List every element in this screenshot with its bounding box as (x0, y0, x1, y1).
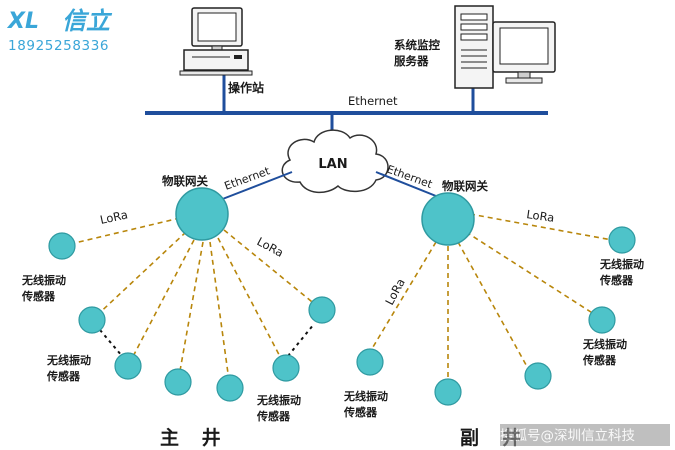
right-gateway-label: 物联网关 (442, 179, 488, 193)
sensor-node (434, 378, 462, 406)
workstation-label: 操作站 (228, 80, 264, 95)
lora-label-right-b: LoRa (382, 276, 408, 307)
logo-cn: 信立 (62, 7, 113, 35)
lan-cloud (281, 129, 389, 194)
aux-shaft-char2: 井 (502, 427, 521, 449)
sensor-label-line1: 无线振动 (256, 393, 301, 407)
sensor-labels: 无线振动 传感器 无线振动 传感器 无线振动 传感器 无线振动 传感器 无线振动… (21, 257, 644, 423)
watermark-backdrop (500, 424, 670, 446)
sensor-node (356, 348, 384, 376)
sensor-label-line1: 无线振动 (343, 389, 388, 403)
lora-label-left-a: LoRa (99, 207, 129, 227)
sensor-node (608, 226, 636, 254)
sensor-label-line2: 传感器 (21, 289, 56, 303)
sensor-label-line2: 传感器 (343, 405, 378, 419)
right-sensor-group (356, 226, 636, 406)
sensor-node (272, 354, 300, 382)
sensor-label-line2: 传感器 (46, 369, 81, 383)
server-label-line2: 服务器 (394, 54, 429, 68)
right-gateway-uplink (375, 171, 447, 201)
left-sensor-group (48, 232, 336, 402)
sensor-node (114, 352, 142, 380)
sensor-label-line1: 无线振动 (46, 353, 91, 367)
sensor-node (216, 374, 244, 402)
sensor-node (308, 296, 336, 324)
left-gateway-uplink (219, 171, 293, 201)
workstation-icon (179, 7, 253, 76)
brand-phone: 18925258336 (8, 38, 109, 54)
brand-logo: XL 信立 18925258336 (6, 7, 113, 54)
server-label-line1: 系统监控 (394, 38, 440, 52)
sensor-label-line2: 传感器 (582, 353, 617, 367)
lora-label-left-b: LoRa (255, 234, 286, 260)
left-gateway-node (175, 187, 229, 241)
right-lora-links (369, 213, 613, 380)
server-icon (454, 5, 556, 89)
lan-label: LAN (318, 157, 347, 172)
sensor-mesh-links (99, 323, 315, 357)
sensor-node (588, 306, 616, 334)
sensor-label-line1: 无线振动 (582, 337, 627, 351)
left-gateway-label: 物联网关 (162, 174, 208, 188)
main-shaft-label: 主 井 (160, 427, 229, 449)
sensor-label-line1: 无线振动 (599, 257, 644, 271)
sensor-label-line2: 传感器 (256, 409, 291, 423)
right-gateway-node (421, 192, 475, 246)
logo-latin: XL (6, 9, 39, 34)
ethernet-bus-label: Ethernet (348, 94, 398, 108)
sensor-node (78, 306, 106, 334)
sensor-label-line2: 传感器 (599, 273, 634, 287)
right-uplink-label: Ethernet (385, 163, 435, 192)
watermark-text: 搜狐号@深圳信立科技 (500, 428, 635, 444)
sensor-label-line1: 无线振动 (21, 273, 66, 287)
lora-label-right-a: LoRa (526, 207, 556, 225)
left-lora-links (61, 217, 323, 389)
aux-shaft-char1: 副 (460, 427, 479, 449)
sensor-node (164, 368, 192, 396)
sensor-node (524, 362, 552, 390)
sensor-node (48, 232, 76, 260)
